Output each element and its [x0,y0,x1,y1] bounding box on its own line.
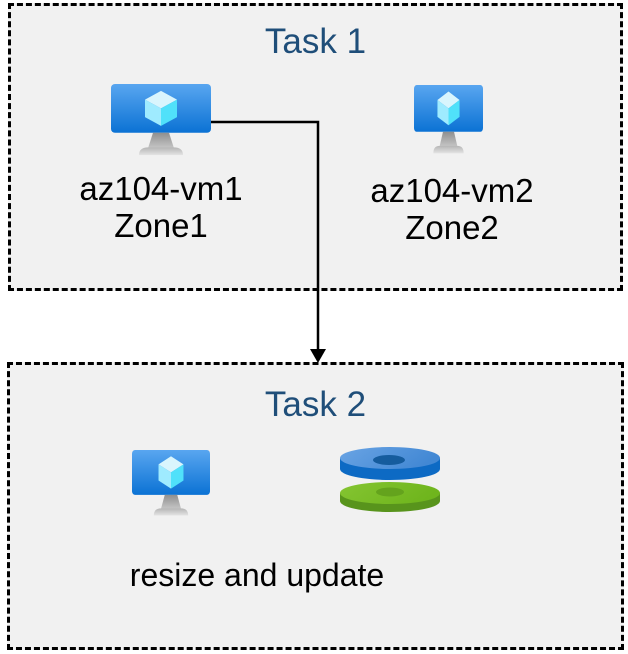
vm1-azure-virtual-machine-icon [111,84,211,156]
blue-disk [340,447,440,480]
monitor-stand [148,132,174,149]
arrowhead-icon [310,349,326,363]
vm2-name: az104-vm2 [370,172,534,209]
monitor-base [433,145,464,154]
green-disk [340,482,440,512]
vm1-zone: Zone1 [114,207,208,244]
cube-left-face [437,99,449,126]
cube-right-face [448,99,460,126]
cube-right-face [171,464,184,489]
monitor-stand [160,494,182,510]
connector-line [211,120,320,350]
task2-caption: resize and update [129,557,385,593]
monitor-stand [439,131,458,147]
monitor-base [139,147,183,156]
task2-title: Task 2 [264,385,367,424]
cube-left-face [158,464,171,489]
vm1-name: az104-vm1 [79,170,243,207]
vm1-label: az104-vm1 Zone1 [31,170,291,244]
cube-top-face [145,90,177,109]
vm2-azure-virtual-machine-icon [414,85,483,154]
task1-box: Task 1 [8,3,623,291]
elbow-arrow-connector [211,120,326,363]
monitor-base [153,508,189,516]
task1-title: Task 1 [264,22,367,61]
task2-box: Task 2 [7,362,624,650]
azure-disks-icon [340,447,440,512]
vm2-zone: Zone2 [405,209,499,246]
task2-azure-virtual-machine-icon [132,450,210,516]
cube-top-face [437,91,460,109]
vm2-label: az104-vm2 Zone2 [322,172,582,246]
